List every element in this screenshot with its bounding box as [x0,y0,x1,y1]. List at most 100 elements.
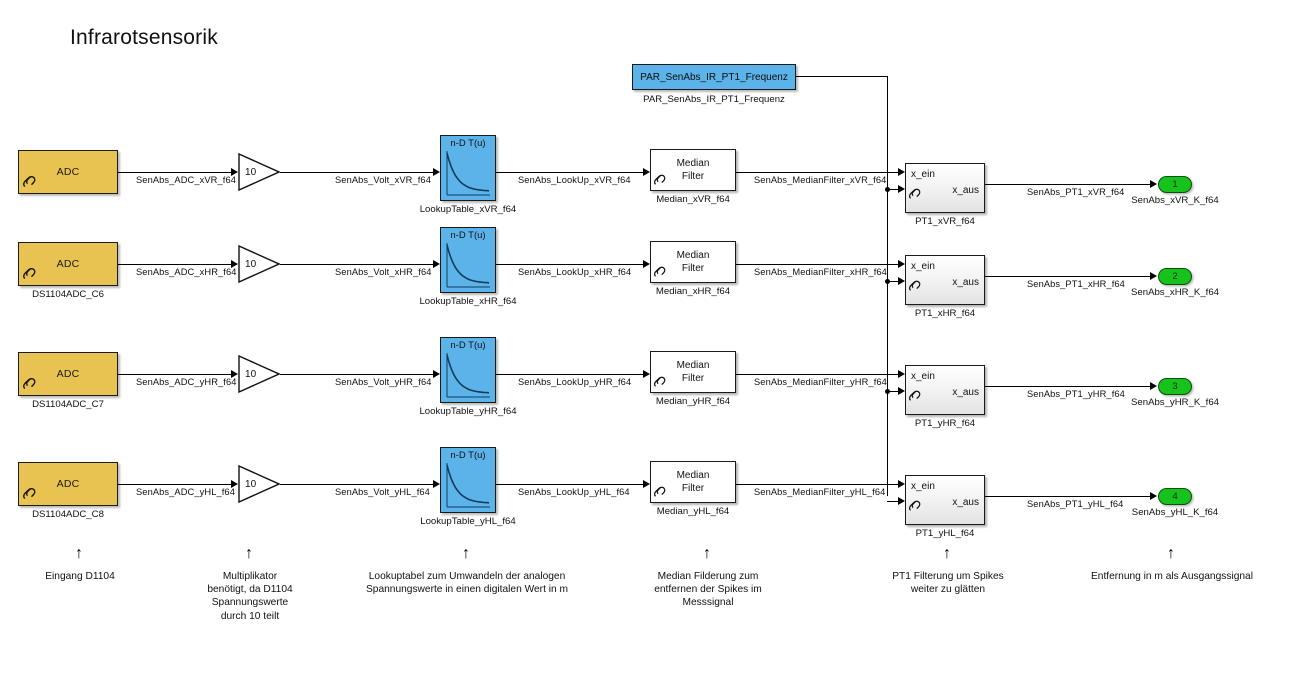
param-block-pt1-frequenz[interactable]: PAR_SenAbs_IR_PT1_Frequenz [632,64,796,90]
arrow-pt1-param-in-3 [898,387,905,396]
signal-label-adc-3: SenAbs_ADC_yHR_f64 [136,377,237,387]
pt1-filter-name-2: PT1_xHR_f64 [914,308,976,319]
output-port-number: 1 [1172,178,1178,190]
pt1-input-port-label: x_ein [911,481,935,492]
wire-bus-branch-4 [887,501,898,503]
wire-lut-to-median-3 [496,374,643,376]
output-port-name-1: SenAbs_xVR_K_f64 [1131,195,1219,206]
output-port-1[interactable]: 1 [1158,175,1192,193]
lookup-table-expr: n-D T(u) [450,230,486,241]
adc-block-4[interactable]: ADC [18,462,118,506]
arrow-gain-in-4 [231,480,238,489]
output-port-2[interactable]: 2 [1158,267,1192,285]
bus-junction-dot-1 [885,187,891,193]
gain-value-2[interactable]: 10 [245,259,257,270]
wire-bus-branch-3 [887,391,898,393]
signal-label-lookup-3: SenAbs_LookUp_yHR_f64 [518,377,632,387]
arrow-pt1-xein-2 [898,260,905,269]
lookup-table-expr: n-D T(u) [450,340,486,351]
wire-bus-to-pt1-1 [887,172,898,174]
lookup-curve-icon [446,463,490,508]
annotation-text-1: Eingang D1104 [45,571,115,582]
signal-label-median-3: SenAbs_MedianFilter_yHR_f64 [754,377,887,387]
median-filter-label-line1: Median [676,470,710,481]
lookup-table-expr: n-D T(u) [450,450,486,461]
wire-adc-to-gain-1 [118,172,231,174]
lookup-table-name-4: LookupTable_yHL_f64 [420,516,516,527]
adc-block-3[interactable]: ADC [18,352,118,396]
wire-adc-to-gain-2 [118,264,231,266]
wire-bus-to-pt1-3 [887,374,898,376]
arrow-pt1-xein-1 [898,168,905,177]
wire-median-to-bus-2 [736,264,887,266]
arrow-pt1-param-in-2 [898,277,905,286]
wire-gain-to-lut-2 [280,264,433,266]
adc-block-name-3: DS1104ADC_C7 [32,399,104,410]
arrow-median-in-2 [643,260,650,269]
signal-label-adc-4: SenAbs_ADC_yHL_f64 [136,487,235,497]
wire-lut-to-median-2 [496,264,643,266]
wire-pt1-to-output-2 [985,276,1151,278]
lookup-table-block-3[interactable]: n-D T(u) [440,337,496,403]
annotation-text-2: Multiplikator benötigt, da D1104 Spannun… [207,571,293,622]
gain-value-3[interactable]: 10 [245,369,257,380]
wire-median-to-bus-1 [736,172,887,174]
gain-value-4[interactable]: 10 [245,479,257,490]
signal-label-pt1-4: SenAbs_PT1_yHL_f64 [1027,499,1124,509]
adc-block-1[interactable]: ADC [18,150,118,194]
arrow-median-in-3 [643,370,650,379]
pt1-filter-name-3: PT1_yHR_f64 [914,418,976,429]
output-port-name-3: SenAbs_yHR_K_f64 [1131,397,1219,408]
pt1-input-port-label: x_ein [911,169,935,180]
pt1-output-port-label: x_aus [952,185,979,196]
lookup-table-block-1[interactable]: n-D T(u) [440,135,496,201]
annotation-arrow-3: ↑ [462,545,470,562]
arrow-lut-in-4 [433,480,440,489]
mask-link-icon [23,176,36,187]
signal-label-median-4: SenAbs_MedianFilter_yHL_f64 [754,487,886,497]
mask-link-icon [653,376,666,387]
signal-label-lookup-1: SenAbs_LookUp_xVR_f64 [518,175,631,185]
lookup-curve-icon [446,243,490,288]
mask-link-icon [653,266,666,277]
annotation-arrow-5: ↑ [943,545,951,562]
lookup-curve-icon [446,353,490,398]
annotation-text-6: Entfernung in m als Ausgangssignal [1091,571,1253,582]
wire-par-horizontal [796,76,888,78]
annotation-arrow-2: ↑ [245,545,253,562]
signal-label-volt-2: SenAbs_Volt_xHR_f64 [335,267,432,277]
gain-triangle-shape [238,153,280,191]
arrow-gain-in-1 [231,168,238,177]
adc-block-2[interactable]: ADC [18,242,118,286]
mask-link-icon [908,390,921,401]
median-filter-label-line1: Median [676,360,710,371]
wire-adc-to-gain-3 [118,374,231,376]
output-port-4[interactable]: 4 [1158,487,1192,505]
signal-label-volt-1: SenAbs_Volt_xVR_f64 [335,175,431,185]
wire-median-to-bus-3 [736,374,887,376]
mask-link-icon [653,174,666,185]
arrow-output-in-1 [1150,180,1157,189]
arrow-gain-in-2 [231,260,238,269]
arrow-output-in-3 [1150,382,1157,391]
bus-junction-dot-2 [885,279,891,285]
pt1-filter-block-1[interactable]: x_ein x_aus [905,163,985,213]
output-port-3[interactable]: 3 [1158,377,1192,395]
adc-block-name-4: DS1104ADC_C8 [32,509,104,520]
arrow-median-in-1 [643,168,650,177]
signal-label-pt1-1: SenAbs_PT1_xVR_f64 [1027,187,1125,197]
lookup-table-expr: n-D T(u) [450,138,486,149]
arrow-lut-in-2 [433,260,440,269]
signal-label-pt1-3: SenAbs_PT1_yHR_f64 [1027,389,1125,399]
median-filter-name-1: Median_xVR_f64 [656,194,730,205]
gain-value-1[interactable]: 10 [245,167,257,178]
lookup-table-name-2: LookupTable_xHR_f64 [419,296,517,307]
lookup-table-name-3: LookupTable_yHR_f64 [419,406,517,417]
